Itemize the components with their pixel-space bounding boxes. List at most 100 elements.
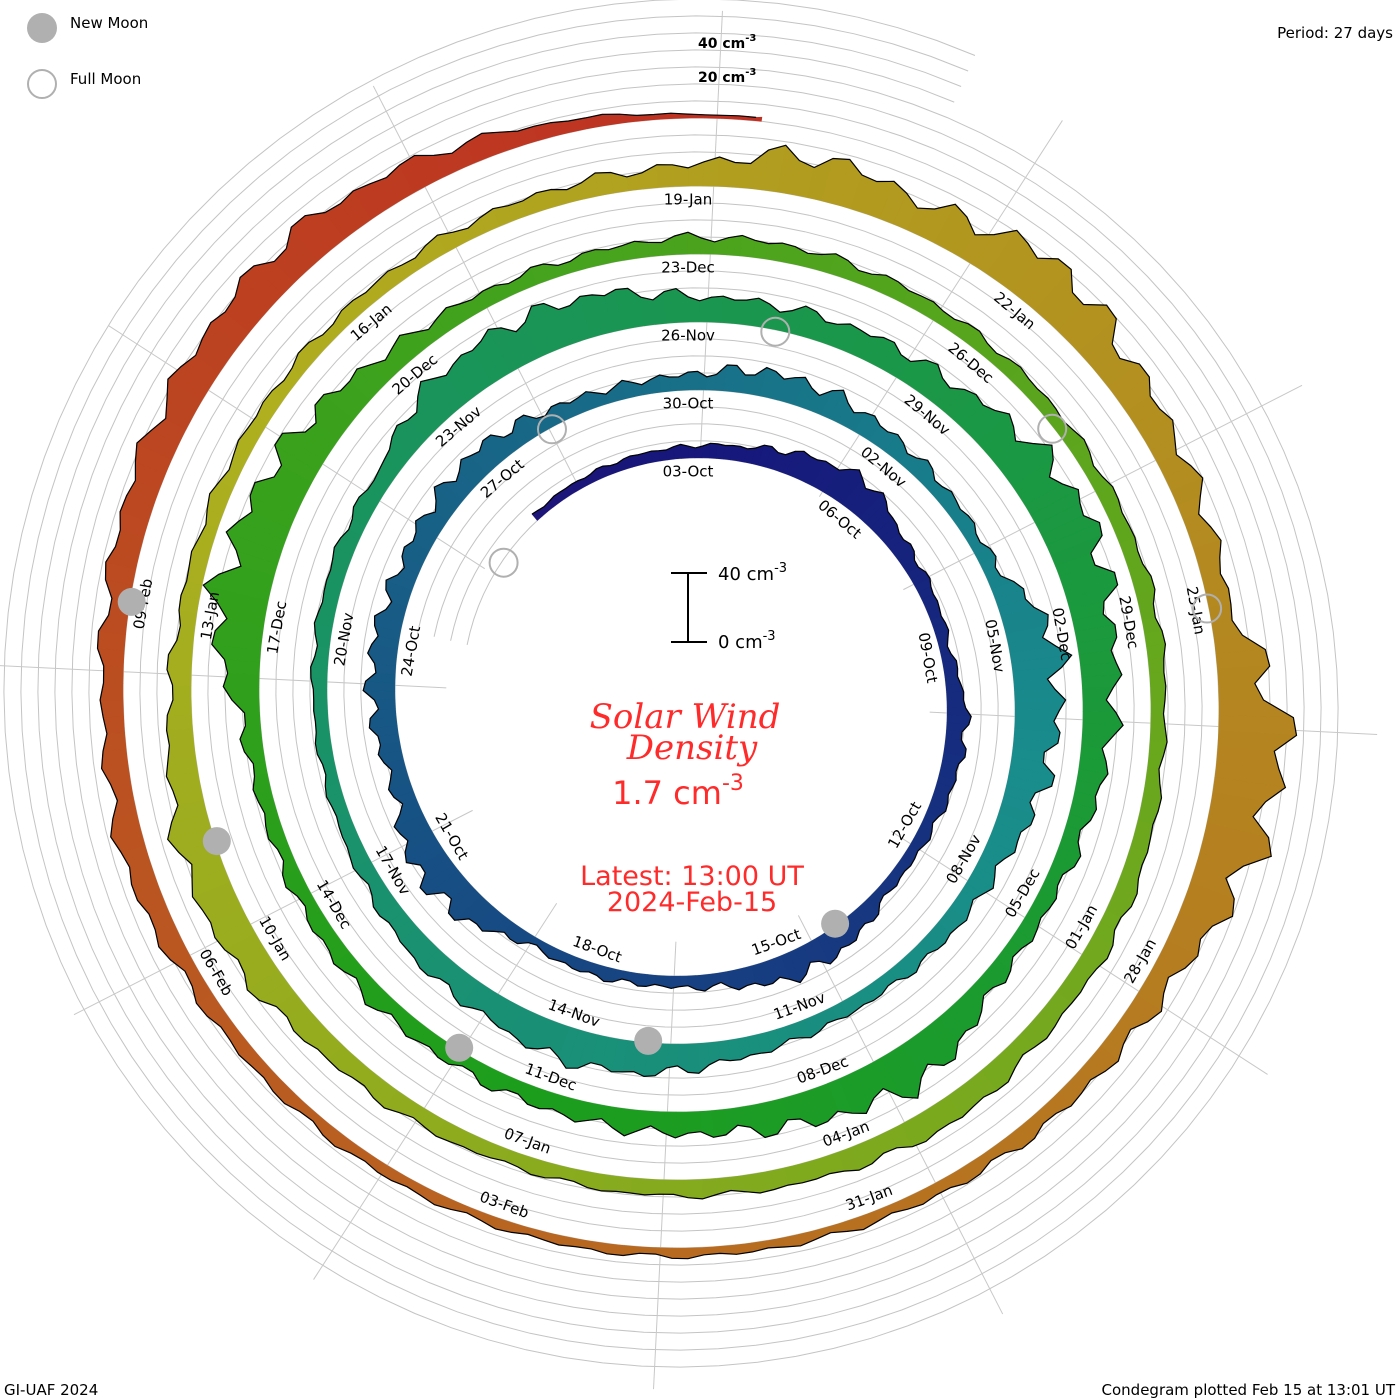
density-trace [96, 112, 1298, 1260]
radial-spoke [313, 902, 558, 1280]
density-segment [1082, 687, 1114, 701]
legend-new-moon: New Moon [70, 14, 148, 32]
latest-time: Latest: 13:00 UT [580, 861, 804, 892]
density-segment [782, 1234, 802, 1248]
full-moon-marker [1192, 593, 1223, 624]
density-segment [711, 1109, 727, 1138]
density-segment [739, 235, 756, 258]
chart-title-line2: Density [626, 728, 758, 768]
density-segment [103, 665, 124, 684]
full-moon-marker [537, 414, 567, 445]
radial-spoke [890, 830, 1268, 1075]
density-segment [312, 688, 328, 701]
date-label: 23-Dec [661, 259, 715, 277]
density-segment [166, 714, 193, 731]
svg-text:20 cm-3: 20 cm-3 [698, 67, 756, 86]
density-segment [707, 1041, 720, 1066]
footer-plotted: Condegram plotted Feb 15 at 13:01 UT [1102, 1381, 1396, 1399]
density-segment [766, 1237, 785, 1249]
density-segment [222, 672, 260, 688]
density-segment [659, 374, 671, 393]
density-segment [755, 116, 763, 122]
density-segment [699, 1110, 714, 1138]
scale-top-label: 40 cm-3 [718, 561, 787, 585]
period-label: Period: 27 days [1277, 24, 1393, 42]
density-segment [663, 288, 678, 324]
density-segment [166, 669, 192, 686]
svg-text:40 cm-3: 40 cm-3 [698, 33, 756, 52]
density-segment [1218, 699, 1294, 718]
density-segment [677, 1043, 689, 1073]
density-segment [743, 1173, 761, 1194]
current-value: 1.7 cm-3 [612, 771, 744, 812]
date-label: 19-Jan [664, 191, 712, 209]
density-segment [252, 761, 268, 777]
density-segment [172, 684, 192, 701]
density-segment [687, 371, 698, 391]
density-segment [687, 1111, 701, 1134]
date-label: 26-Nov [661, 327, 715, 345]
date-label: 24-Oct [398, 624, 425, 677]
full-moon-marker [1037, 413, 1068, 444]
date-label: 25-Jan [1183, 585, 1209, 636]
density-segment [310, 656, 329, 669]
density-segment [1149, 671, 1167, 687]
density-segment [675, 288, 689, 323]
density-segment [658, 449, 668, 462]
density-segment [615, 1176, 633, 1194]
density-segment [1138, 603, 1156, 621]
density-outline [96, 112, 1298, 1260]
density-segment [550, 120, 572, 137]
new-moon-marker [202, 827, 231, 856]
density-segment [1014, 688, 1067, 701]
density-segment [97, 647, 125, 668]
density-segment [315, 720, 330, 733]
date-label: 03-Oct [663, 463, 714, 481]
density-segment [315, 731, 332, 744]
moon-markers [117, 316, 1223, 1062]
density-segment [652, 290, 667, 325]
density-segment [650, 374, 662, 394]
density-segment [1150, 699, 1166, 715]
density-segment [695, 974, 706, 992]
density-segment [668, 376, 680, 392]
density-segment [715, 1176, 732, 1195]
density-segment [626, 172, 644, 192]
density-segment [99, 699, 124, 718]
density-segment [1150, 685, 1167, 701]
radial-spoke [797, 915, 1004, 1315]
density-segment [630, 1177, 647, 1196]
density-segment [946, 699, 967, 709]
density-segment [1150, 713, 1166, 729]
density-segment [1146, 643, 1166, 661]
date-label: 17-Dec [263, 600, 290, 656]
density-segment [671, 1247, 689, 1260]
density-segment [672, 164, 689, 187]
density-segment [231, 699, 260, 714]
density-segment [679, 975, 689, 987]
full-moon-marker [760, 316, 791, 347]
density-segment [656, 164, 674, 188]
scale-bottom-label: 0 cm-3 [718, 629, 776, 653]
density-segment [658, 1179, 675, 1195]
radial-spoke [73, 809, 473, 1016]
new-moon-marker [821, 909, 850, 938]
density-segment [943, 668, 958, 678]
density-segment [244, 712, 261, 727]
density-segment [647, 242, 663, 257]
density-segment [1149, 726, 1168, 743]
date-label: 30-Oct [663, 395, 714, 413]
density-segment [310, 666, 328, 680]
density-segment [166, 654, 193, 672]
density-segment [644, 1178, 661, 1196]
new-moon-icon [27, 13, 57, 43]
density-segment [315, 741, 333, 755]
density-segment [680, 444, 689, 459]
new-moon-marker [445, 1033, 474, 1062]
density-segment [717, 1040, 731, 1061]
density-segment [946, 691, 965, 701]
density-segment [313, 699, 328, 712]
density-segment [1147, 658, 1165, 674]
density-segment [166, 699, 192, 716]
